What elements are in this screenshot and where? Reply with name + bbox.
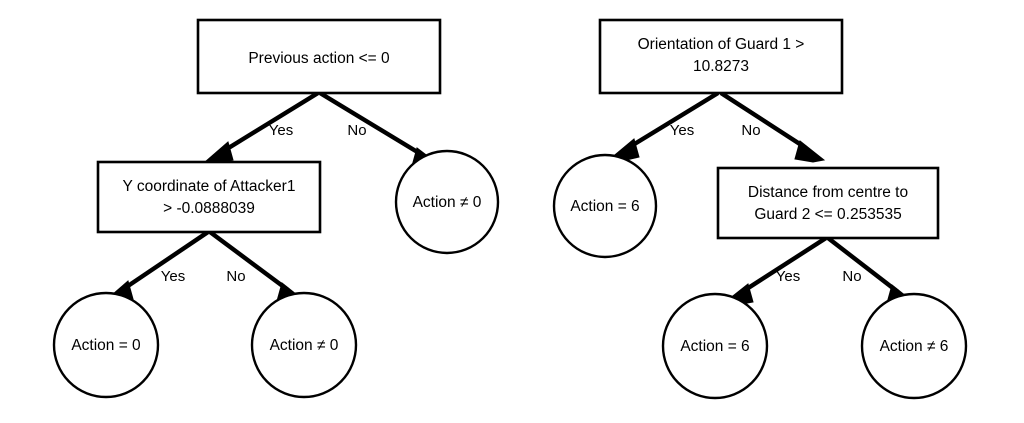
edge-label-left-root-no: No [347, 122, 366, 139]
edge-label-right-root-yes: Yes [670, 122, 694, 139]
edge-left-child-yes [103, 230, 210, 304]
edge-label-right-child-yes: Yes [776, 268, 800, 285]
leaf-left-child-yes[interactable]: Action = 0 [52, 291, 160, 399]
leaf-left-root-no-label: Action ≠ 0 [413, 194, 482, 211]
leaf-left-child-no[interactable]: Action ≠ 0 [250, 291, 358, 399]
leaf-left-root-no[interactable]: Action ≠ 0 [394, 149, 500, 255]
node-previous-action-label: Previous action <= 0 [248, 50, 390, 67]
node-orientation-guard1-line2: 10.8273 [693, 58, 749, 75]
tree-right: Orientation of Guard 1 > 10.8273 Distanc… [552, 18, 968, 400]
edge-right-root-no [719, 91, 826, 163]
node-previous-action[interactable]: Previous action <= 0 [196, 18, 442, 95]
edge-label-right-child-no: No [842, 268, 861, 285]
node-y-coordinate-attacker1-line1: Y coordinate of Attacker1 [123, 178, 296, 195]
node-orientation-guard1-line1: Orientation of Guard 1 > [638, 36, 805, 53]
node-distance-guard2-line1: Distance from centre to [748, 184, 908, 201]
node-distance-guard2[interactable]: Distance from centre to Guard 2 <= 0.253… [716, 166, 940, 240]
edge-left-root-yes [203, 91, 320, 165]
node-y-coordinate-attacker1[interactable]: Y coordinate of Attacker1 > -0.0888039 [96, 160, 322, 234]
leaf-right-child-no[interactable]: Action ≠ 6 [860, 292, 968, 400]
leaf-right-child-yes-label: Action = 6 [680, 338, 749, 355]
tree-left: Previous action <= 0 Y coordinate of Att… [52, 18, 500, 399]
node-y-coordinate-attacker1-line2: > -0.0888039 [163, 200, 255, 217]
leaf-right-child-yes[interactable]: Action = 6 [661, 292, 769, 400]
edge-label-left-child-yes: Yes [161, 268, 185, 285]
edge-right-root-yes [608, 91, 720, 162]
leaf-left-child-yes-label: Action = 0 [71, 337, 141, 354]
edge-label-left-root-yes: Yes [269, 122, 293, 139]
edge-label-left-child-no: No [226, 268, 245, 285]
node-distance-guard2-line2: Guard 2 <= 0.253535 [754, 206, 901, 223]
edge-left-child-no [208, 230, 308, 305]
edge-label-right-root-no: No [741, 122, 760, 139]
leaf-right-root-yes[interactable]: Action = 6 [552, 153, 658, 259]
leaf-right-child-no-label: Action ≠ 6 [880, 338, 949, 355]
leaf-left-child-no-label: Action ≠ 0 [270, 337, 339, 354]
leaf-right-root-yes-label: Action = 6 [570, 198, 639, 215]
node-orientation-guard1[interactable]: Orientation of Guard 1 > 10.8273 [598, 18, 844, 95]
